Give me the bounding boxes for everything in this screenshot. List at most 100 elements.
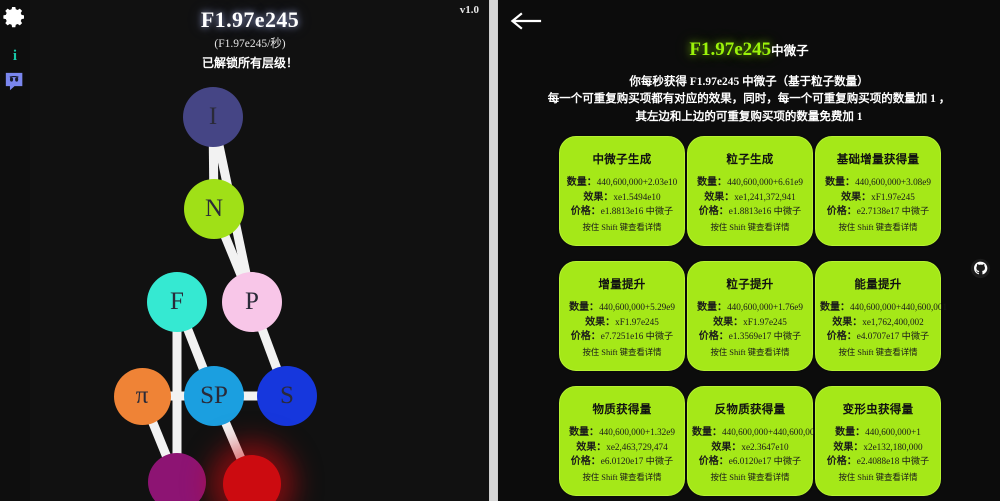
upgrade-price: 价格：e1.8813e16 中微子 — [692, 205, 808, 220]
upgrade-price-value: e6.0120e17 中微子 — [728, 456, 802, 467]
upgrade-effect-label: 效果： — [585, 316, 616, 328]
upgrade-effect: 效果：x2e132,180,000 — [820, 441, 936, 456]
upgrade-effect: 效果：xe1,241,372,941 — [692, 191, 808, 206]
version-label: v1.0 — [459, 4, 479, 16]
tree-node-F[interactable]: F — [147, 272, 207, 332]
tree-node-label: F — [170, 288, 184, 315]
upgrade-amount: 数量：440,600,000+1.76e9 — [692, 301, 808, 316]
github-cat-icon[interactable] — [970, 258, 991, 279]
back-arrow-icon[interactable] — [509, 8, 543, 34]
upgrade-effect-value: xe2,463,729,474 — [606, 441, 668, 452]
tree-node-SP[interactable]: SP — [184, 366, 244, 426]
right-panel: F1.97e245中微子 你每秒获得 F1.97e245 中微子（基于粒子数量）… — [498, 0, 1000, 501]
upgrade-effect: 效果：xF1.97e245 — [564, 316, 680, 331]
upgrade-amount-label: 数量： — [825, 177, 856, 188]
description-line-3: 其左边和上边的可重复购买项的数量免费加 1 — [635, 110, 863, 123]
tree-node-label: π — [135, 382, 149, 409]
upgrade-price-value: e1.8813e16 中微子 — [600, 206, 674, 217]
upgrade-effect-label: 效果： — [704, 191, 735, 203]
upgrade-amount: 数量：440,600,000+440,600,001 — [692, 426, 819, 441]
upgrade-title: 粒子生成 — [726, 154, 774, 166]
upgrade-amount-label: 数量： — [569, 302, 600, 313]
upgrade-amount-value: 440,600,000+2.03e10 — [596, 177, 678, 187]
upgrade-effect-value: xF1.97e245 — [871, 191, 915, 202]
upgrade-hint: 按住 Shift 键查看详情 — [582, 222, 662, 232]
upgrade-effect: 效果：xe2.3647e10 — [692, 441, 808, 456]
upgrade-effect-value: xF1.97e245 — [743, 316, 787, 327]
upgrade-price: 价格：e4.0707e17 中微子 — [820, 330, 936, 345]
info-icon[interactable]: i — [12, 48, 18, 64]
tree-node-M[interactable] — [148, 453, 206, 501]
upgrade-amount-label: 数量： — [820, 302, 850, 313]
upgrade-title: 中微子生成 — [592, 154, 652, 166]
upgrade-amount: 数量：440,600,000+2.03e10 — [564, 176, 680, 191]
upgrade-hint: 按住 Shift 键查看详情 — [582, 347, 662, 357]
upgrade-effect: 效果：xe1.5494e10 — [564, 191, 680, 206]
tree-edge-layer — [137, 116, 292, 486]
left-sidebar: i — [0, 0, 30, 501]
tree-node-pi[interactable]: π — [113, 367, 171, 425]
upgrade-price-value: e4.0707e17 中微子 — [856, 331, 930, 342]
upgrade-amount-value: 440,600,000+6.61e9 — [727, 177, 803, 187]
upgrade-amount-value: 440,600,000+5.29e9 — [599, 302, 675, 312]
upgrade-amount-label: 数量： — [569, 427, 600, 438]
upgrade-title: 能量提升 — [854, 279, 902, 291]
upgrade-amount-value: 440,600,000+1.76e9 — [727, 302, 803, 312]
upgrade-price: 价格：e1.8813e16 中微子 — [564, 205, 680, 220]
upgrade-price-label: 价格： — [698, 456, 729, 468]
upgrade-amount-label: 数量： — [692, 427, 722, 438]
panel-description: 你每秒获得 F1.97e245 中微子（基于粒子数量） 每一个可重复购买项都有对… — [498, 74, 1000, 126]
upgrade-price-label: 价格： — [826, 206, 857, 218]
upgrade-amount: 数量：440,600,000+5.29e9 — [564, 301, 680, 316]
upgrade-title: 粒子提升 — [726, 279, 774, 291]
upgrade-price-value: e7.7251e16 中微子 — [600, 331, 674, 342]
tree-node-label: S — [280, 382, 294, 409]
upgrade-price: 价格：e6.0120e17 中微子 — [692, 455, 808, 470]
upgrade-price: 价格：e2.4088e18 中微子 — [820, 455, 936, 470]
description-line-2: 每一个可重复购买项都有对应的效果，同时，每一个可重复购买项的数量加 1 ， — [547, 93, 951, 106]
tree-node-N[interactable]: N — [184, 179, 244, 239]
upgrade-hint: 按住 Shift 键查看详情 — [838, 347, 918, 357]
upgrade-effect-value: x2e132,180,000 — [863, 441, 923, 452]
upgrade-amount-label: 数量： — [835, 427, 866, 438]
upgrade-price: 价格：e2.7138e17 中微子 — [820, 205, 936, 220]
upgrade-title: 增量提升 — [598, 279, 646, 291]
tree-node-R[interactable] — [223, 455, 281, 501]
tree-node-I[interactable]: I — [183, 87, 243, 147]
tree-node-label: SP — [200, 382, 228, 409]
tree-node-P[interactable]: P — [222, 272, 282, 332]
upgrade-hint: 按住 Shift 键查看详情 — [710, 222, 790, 232]
upgrade-hint: 按住 Shift 键查看详情 — [710, 472, 790, 482]
upgrade-price-value: e1.8813e16 中微子 — [728, 206, 802, 217]
upgrade-amount-value: 440,600,000+1.32e9 — [599, 427, 675, 437]
gear-icon[interactable] — [3, 5, 27, 29]
upgrade-price: 价格：e7.7251e16 中微子 — [564, 330, 680, 345]
upgrade-price-label: 价格： — [570, 331, 601, 343]
upgrade-amount: 数量：440,600,000+3.08e9 — [820, 176, 936, 191]
upgrade-title: 变形虫获得量 — [842, 404, 914, 416]
upgrade-price: 价格：e1.3569e17 中微子 — [692, 330, 808, 345]
tree-node-S[interactable]: S — [257, 366, 317, 426]
upgrade-hint: 按住 Shift 键查看详情 — [838, 472, 918, 482]
upgrade-amount: 数量：440,600,000+6.61e9 — [692, 176, 808, 191]
discord-icon[interactable] — [3, 71, 27, 93]
upgrade-price-label: 价格： — [826, 331, 857, 343]
scrollbar-track[interactable] — [490, 0, 987, 501]
